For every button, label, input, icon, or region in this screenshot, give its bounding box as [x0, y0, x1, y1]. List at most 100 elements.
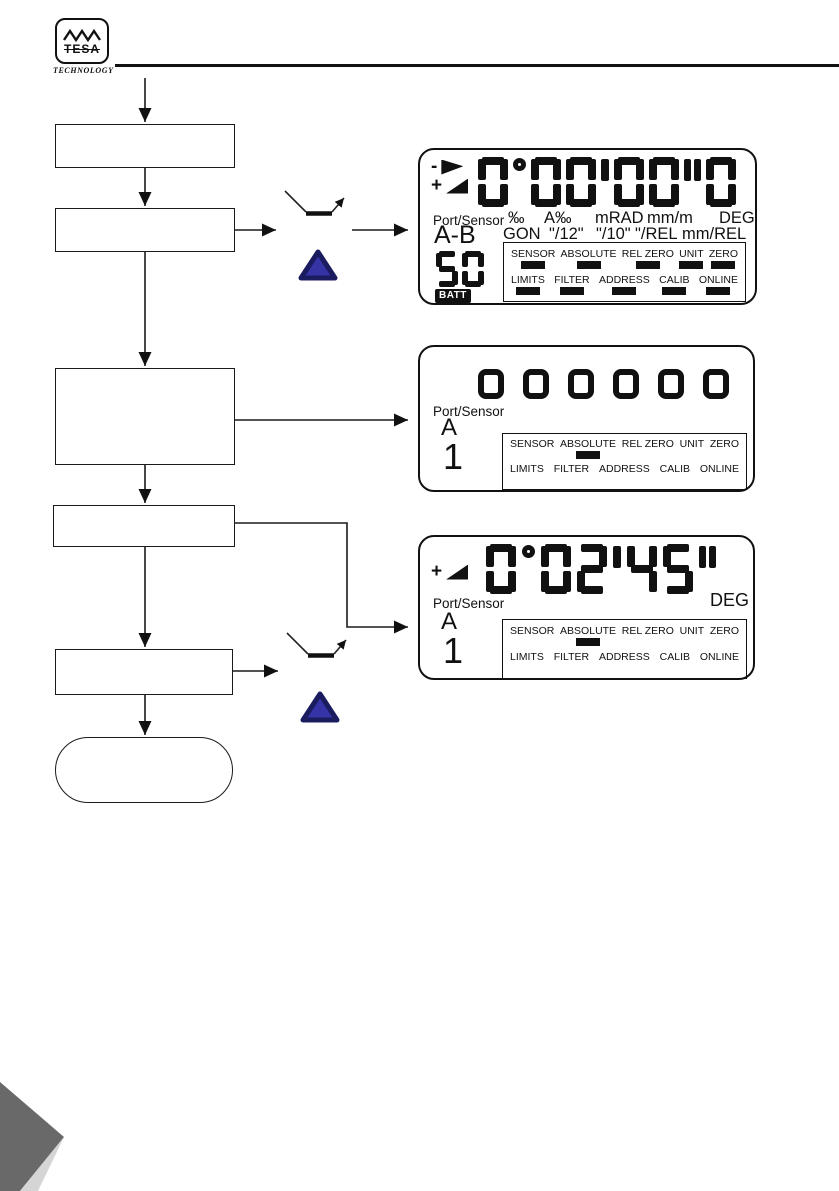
- indicator-limits: LIMITS: [510, 651, 544, 673]
- indicator-unit: UNIT: [680, 438, 705, 460]
- indicator-filter: FILTER: [554, 463, 589, 485]
- indicator-bar: [679, 261, 704, 270]
- lcd-placeholder-glyph: [658, 369, 684, 399]
- indicator-calib: CALIB: [659, 274, 690, 296]
- indicator-unit: UNIT: [680, 625, 705, 647]
- minute-separator: [613, 546, 621, 568]
- indicator-bar: [521, 261, 546, 270]
- indicator-calib: CALIB: [660, 651, 690, 673]
- indicator-bar: [680, 451, 704, 459]
- port-sensor-label: Port/Sensor: [433, 213, 505, 228]
- lcd-digit: [531, 157, 561, 207]
- degree-separator: [522, 545, 535, 558]
- minute-separator: [601, 159, 609, 181]
- unit-sec-rel: "/REL: [635, 225, 678, 243]
- indicator-bar: [711, 261, 736, 270]
- indicator-bar: [712, 638, 736, 646]
- indicator-calib: CALIB: [660, 463, 690, 485]
- indicator-address: ADDRESS: [599, 274, 650, 296]
- flow-step-3-box: [55, 368, 235, 465]
- flow-step-5-box: [55, 649, 233, 695]
- indicator-bar: [680, 638, 704, 646]
- indicator-bar: [559, 287, 584, 296]
- lcd-placeholder-glyph: [568, 369, 594, 399]
- minus-sign: -: [431, 156, 438, 177]
- indicator-limits: LIMITS: [511, 274, 545, 296]
- indicator-bar: [663, 664, 687, 672]
- indicator-absolute: ABSOLUTE: [560, 625, 616, 647]
- sensor-number: [436, 251, 484, 287]
- lcd-display-initial: - + Port/Sensor ‰ A‰ mRAD mm/m DEG GON "…: [418, 148, 757, 305]
- indicator-bar: [707, 476, 731, 484]
- indicator-zero: ZERO: [710, 438, 739, 460]
- indicator-zero: ZERO: [709, 248, 738, 270]
- indicator-address: ADDRESS: [599, 651, 650, 673]
- port-sensor-label: Port/Sensor: [433, 404, 505, 419]
- lcd-placeholder-glyph: [478, 369, 504, 399]
- indicator-unit: UNIT: [679, 248, 704, 270]
- level-measure-arrow-icon: [284, 190, 345, 216]
- indicator-bar: [520, 638, 544, 646]
- logo-brand-text: TESA: [63, 41, 100, 56]
- indicator-rel-zero: REL ZERO: [622, 438, 674, 460]
- polarity-indicators: - +: [431, 156, 469, 196]
- page-corner-decoration: [0, 1082, 64, 1191]
- indicator-bar: [612, 287, 637, 296]
- unit-permille: ‰: [508, 209, 525, 227]
- lcd-digit: [486, 544, 516, 594]
- blue-triangle-key-icon: [298, 249, 338, 281]
- indicator-rel-zero: REL ZERO: [622, 625, 674, 647]
- indicator-bar: [559, 664, 583, 672]
- indicator-filter: FILTER: [554, 651, 589, 673]
- indicator-address: ADDRESS: [599, 463, 650, 485]
- second-separator: [699, 546, 716, 568]
- indicator-filter: FILTER: [554, 274, 590, 296]
- port-value: A: [441, 608, 458, 635]
- unit-mrad: mRAD: [595, 209, 644, 227]
- lcd-digit: [614, 157, 644, 207]
- sensor-number: 1: [443, 436, 464, 477]
- logo-subtext: TECHNOLOGY: [53, 66, 114, 75]
- second-separator: [684, 159, 701, 181]
- indicator-bar: [706, 287, 731, 296]
- indicator-bar: [559, 476, 583, 484]
- indicator-sensor: SENSOR: [511, 248, 555, 270]
- lcd-digit: [566, 157, 596, 207]
- lcd-digit: [627, 544, 657, 594]
- level-measure-arrow-icon: [286, 632, 347, 658]
- flow-step-2-box: [55, 208, 235, 252]
- indicator-bar: [520, 451, 544, 459]
- slope-up-wedge-icon: [446, 564, 469, 580]
- indicator-online: ONLINE: [699, 274, 738, 296]
- flow-step-4-box: [53, 505, 235, 547]
- indicator-bar: [515, 476, 539, 484]
- indicator-row: LIMITS FILTER ADDRESS CALIB ONLINE: [511, 274, 738, 296]
- unit-deg: DEG: [710, 590, 750, 610]
- indicator-bar: [636, 638, 660, 646]
- degree-separator: [513, 158, 526, 171]
- indicator-bar: [662, 287, 687, 296]
- indicator-bar: [515, 664, 539, 672]
- indicator-zero: ZERO: [710, 625, 739, 647]
- plus-sign: +: [431, 175, 443, 196]
- unit-sec-12: "/12": [549, 225, 584, 243]
- indicator-bar: [515, 287, 540, 296]
- indicator-rel-zero: REL ZERO: [622, 248, 674, 270]
- lcd-digit: [478, 157, 508, 207]
- lcd-reading: [486, 544, 716, 594]
- indicator-absolute: ABSOLUTE: [561, 248, 617, 270]
- indicator-bar: [712, 451, 736, 459]
- sensor-number: 1: [443, 630, 464, 671]
- battery-badge: BATT: [435, 289, 471, 303]
- indicator-bar: [576, 261, 601, 270]
- indicator-bar: [576, 451, 601, 460]
- lcd-digit: [649, 157, 679, 207]
- lcd-placeholder-glyph: [523, 369, 549, 399]
